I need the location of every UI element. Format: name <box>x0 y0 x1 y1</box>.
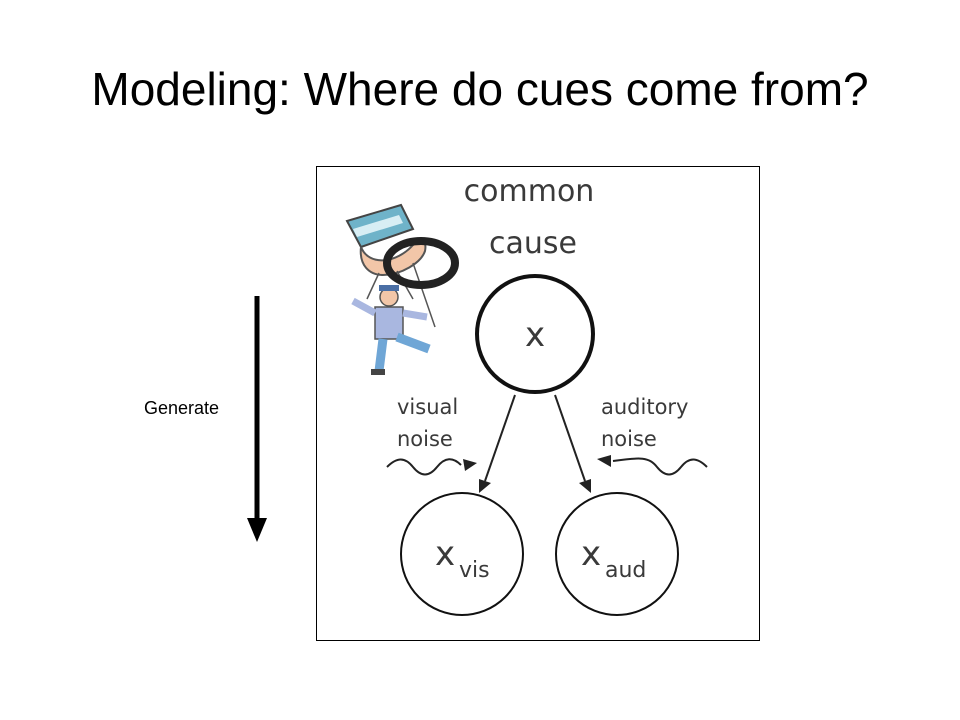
common-cause-label-line1: common <box>464 174 595 209</box>
xvis-subscript-label: vis <box>459 558 490 583</box>
observed-node-xaud <box>555 492 679 616</box>
auditory-noise-squiggle <box>612 457 708 476</box>
causal-model-figure: common cause <box>316 166 760 641</box>
xvis-main-label: x <box>435 534 455 574</box>
visual-noise-label-line2: noise <box>397 427 453 451</box>
auditory-noise-arrowhead <box>597 455 611 467</box>
auditory-noise-label-line1: auditory <box>601 395 689 419</box>
latent-node-x <box>475 274 595 394</box>
edge-x-to-xvis <box>484 394 516 482</box>
visual-noise-label-line1: visual <box>397 395 458 419</box>
slide-title: Modeling: Where do cues come from? <box>91 62 869 115</box>
visual-noise-arrowhead <box>463 459 477 471</box>
auditory-noise-label-line2: noise <box>601 427 657 451</box>
common-cause-label-line2: cause <box>489 226 577 261</box>
observed-node-xvis <box>400 492 524 616</box>
generate-arrow <box>247 296 267 542</box>
puppeteer-illustration <box>345 203 459 375</box>
xaud-subscript-label: aud <box>605 558 646 583</box>
generate-label: Generate <box>144 398 220 418</box>
edge-x-to-xaud-arrowhead <box>579 479 591 493</box>
latent-node-x-label: x <box>525 315 545 355</box>
visual-noise-squiggle <box>386 458 462 476</box>
xaud-main-label: x <box>581 534 601 574</box>
edge-x-to-xvis-arrowhead <box>479 479 491 493</box>
edge-x-to-xaud <box>554 394 586 482</box>
